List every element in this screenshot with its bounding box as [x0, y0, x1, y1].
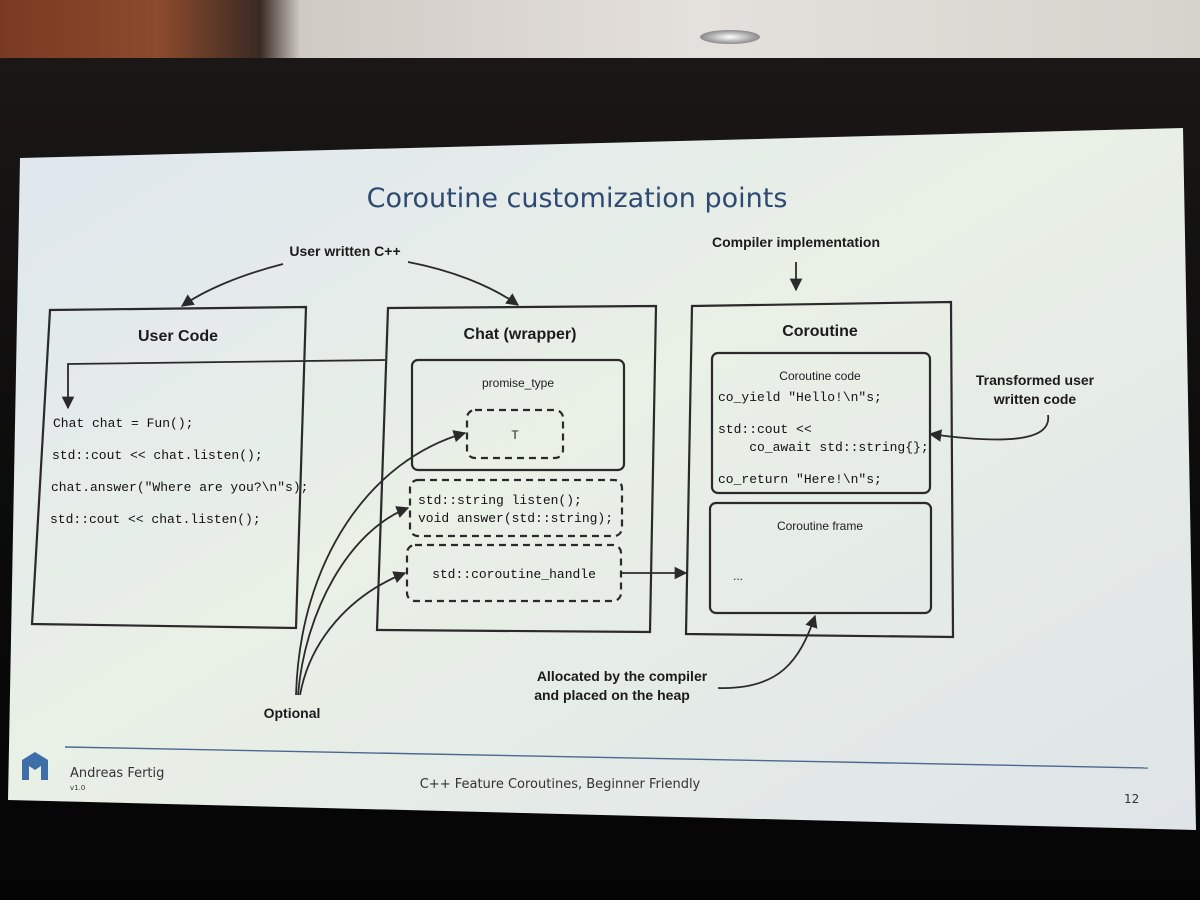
- author-logo-icon: [22, 752, 48, 780]
- promise-type-label: promise_type: [482, 376, 554, 390]
- transformed-label-line1: Transformed user: [976, 372, 1095, 388]
- footer-author: Andreas Fertig: [70, 766, 164, 781]
- promise-t-box: [465, 408, 565, 460]
- chat-method: std::string listen();: [418, 493, 582, 508]
- footer-center: C++ Feature Coroutines, Beginner Friendl…: [420, 777, 701, 792]
- footer-page-number: 12: [1124, 792, 1139, 806]
- user-written-label: User written C++: [289, 243, 400, 259]
- coroutine-frame-label: Coroutine frame: [777, 519, 863, 533]
- user-code-line: chat.answer("Where are you?\n"s);: [51, 480, 308, 495]
- arrow-to-chat: [407, 261, 520, 306]
- user-code-heading: User Code: [138, 328, 218, 345]
- allocated-label-line1: Allocated by the compiler: [537, 668, 708, 684]
- arrow-chat-to-user-code: [61, 359, 386, 410]
- footer-version: v1.0: [70, 784, 85, 792]
- slide-title: Coroutine customization points: [367, 183, 788, 214]
- coroutine-code-box: [710, 351, 932, 495]
- coroutine-code-line: std::cout <<: [718, 422, 812, 437]
- arrow-transformed-to-code: [928, 414, 1050, 442]
- user-code-line: std::cout << chat.listen();: [50, 512, 261, 527]
- coroutine-box: [684, 300, 955, 639]
- user-code-line: std::cout << chat.listen();: [52, 448, 263, 463]
- arrow-optional-to-methods: [297, 506, 410, 696]
- coroutine-heading: Coroutine: [782, 323, 858, 340]
- coroutine-code-line: co_await std::string{};: [718, 440, 929, 455]
- coroutine-frame-box: [708, 501, 933, 615]
- user-code-box: [30, 305, 308, 630]
- allocated-label-line2: and placed on the heap: [534, 687, 690, 703]
- coroutine-code-line: co_yield "Hello!\n"s;: [718, 390, 882, 405]
- arrow-allocated-to-frame: [717, 614, 818, 689]
- arrow-optional-to-promise-t: [295, 430, 467, 696]
- compiler-implementation-label: Compiler implementation: [712, 234, 880, 250]
- room-ceiling: [0, 0, 1200, 58]
- chat-method: void answer(std::string);: [418, 511, 613, 526]
- chat-wrapper-heading: Chat (wrapper): [464, 326, 577, 343]
- coroutine-handle-box: [405, 543, 623, 603]
- coroutine-code-line: co_return "Here!\n"s;: [718, 472, 882, 487]
- coroutine-frame-ellipsis: ...: [733, 569, 743, 583]
- promise-t-label: T: [511, 428, 519, 442]
- optional-label: Optional: [264, 705, 321, 721]
- arrow-optional-to-handle: [299, 571, 407, 696]
- user-code-line: Chat chat = Fun();: [53, 416, 193, 431]
- ceiling-light: [700, 30, 760, 44]
- transformed-label-line2: written code: [993, 391, 1077, 407]
- coroutine-code-label: Coroutine code: [779, 369, 861, 383]
- arrow-to-user-code: [180, 263, 284, 307]
- chat-methods-box: [408, 478, 624, 538]
- footer-divider: [64, 746, 1149, 769]
- coroutine-handle-label: std::coroutine_handle: [432, 567, 596, 582]
- promise-type-box: [410, 358, 626, 472]
